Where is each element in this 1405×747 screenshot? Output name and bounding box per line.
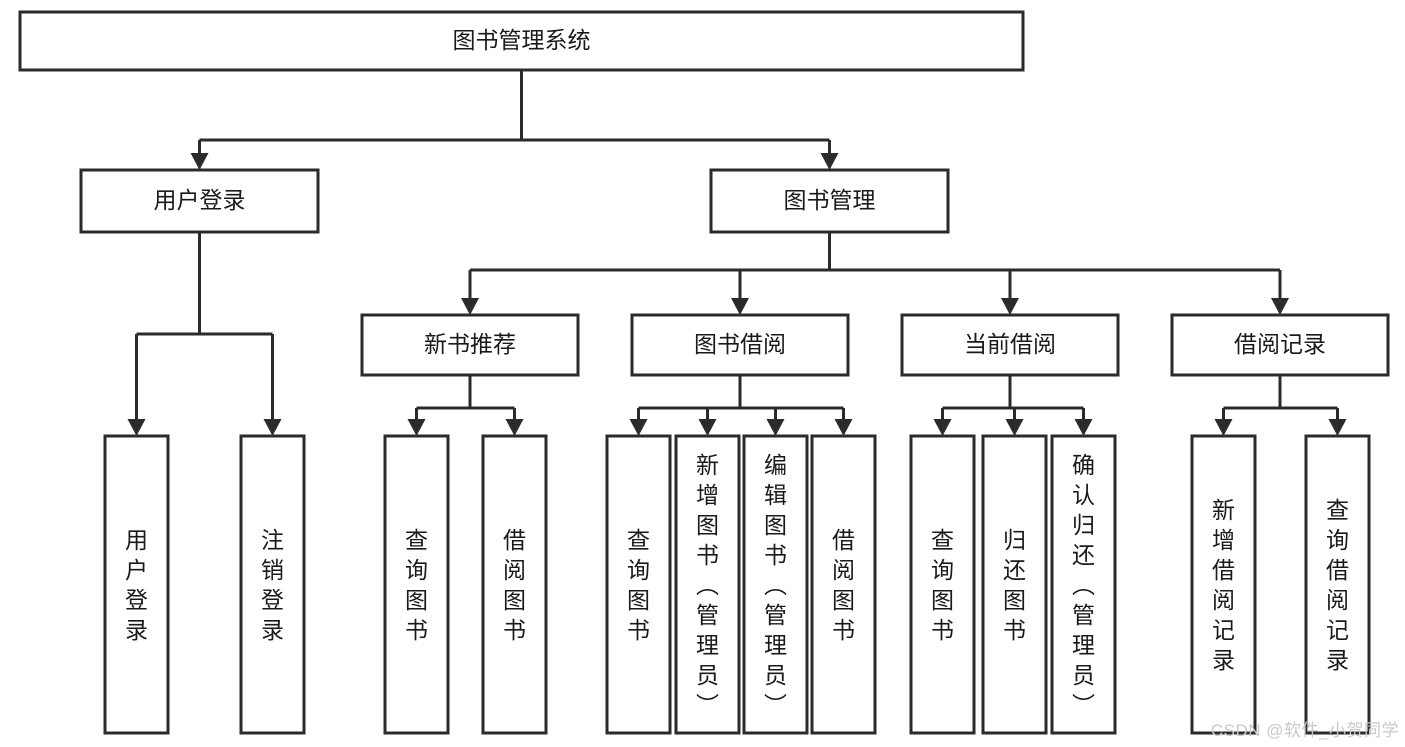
node-current-borrow[interactable]: 当前借阅 (900, 313, 1120, 377)
node-leaf-borrow-book-2-label: 借阅图书 (832, 527, 855, 643)
node-leaf-user-logout[interactable]: 注销登录 (239, 434, 306, 735)
node-leaf-edit-book-box[interactable] (742, 434, 809, 735)
node-user-login-label: 用户登录 (154, 187, 246, 213)
node-leaf-query-book-3[interactable]: 查询图书 (909, 434, 976, 735)
bookmanage-to-level3-branch-0-arrowhead-icon (461, 298, 479, 315)
node-leaf-query-record-box[interactable] (1304, 434, 1371, 735)
node-leaf-add-book-label: 新增图书︵管理员︶ (696, 452, 719, 718)
node-leaf-user-logout-label: 注销登录 (261, 527, 284, 643)
book-borrow-to-leaves-branch-0-arrowhead-icon (629, 419, 648, 436)
node-root-root-box[interactable] (18, 10, 1025, 72)
current-borrow-to-leaves-branch-1-arrowhead-icon (1005, 419, 1024, 436)
node-leaf-return-book[interactable]: 归还图书 (981, 434, 1048, 735)
borrow-record-to-leaves-branch-1-arrowhead-icon (1328, 419, 1347, 436)
book-borrow-to-leaves-branch-1-arrowhead-icon (698, 419, 717, 436)
node-leaf-confirm-return-label: 确认归还︵管理员︶ (1072, 452, 1095, 718)
node-current-borrow-box[interactable] (900, 313, 1120, 377)
new-book-recommend-to-leaves-branch-1-arrowhead-icon (505, 419, 524, 436)
root-to-level2-branch-0-arrowhead-icon (190, 153, 209, 170)
node-layer: 图书管理系统用户登录图书管理新书推荐图书借阅当前借阅借阅记录用户登录注销登录查询… (18, 10, 1390, 735)
node-leaf-edit-book-label: 编辑图书︵管理员︶ (764, 452, 787, 718)
user-login-to-leaves-branch-1-arrowhead-icon (263, 419, 282, 436)
csdn-watermark: CSDN @软件_小贺同学 (1210, 721, 1399, 740)
bookmanage-to-level3-branch-2-arrowhead-icon (1001, 298, 1019, 315)
node-leaf-query-book-2[interactable]: 查询图书 (605, 434, 672, 735)
node-leaf-confirm-return-box[interactable] (1050, 434, 1117, 735)
node-book-borrow-label: 图书借阅 (694, 331, 786, 357)
node-leaf-add-book[interactable]: 新增图书︵管理员︶ (674, 434, 741, 735)
node-leaf-add-record[interactable]: 新增借阅记录 (1190, 434, 1257, 735)
node-leaf-query-book-2-box[interactable] (605, 434, 672, 735)
node-leaf-borrow-book-2[interactable]: 借阅图书 (810, 434, 877, 735)
connector-layer (127, 70, 1347, 436)
node-root-root-label: 图书管理系统 (453, 27, 591, 53)
node-borrow-record-box[interactable] (1170, 313, 1390, 377)
new-book-recommend-to-leaves-branch-0-arrowhead-icon (407, 419, 426, 436)
node-book-manage[interactable]: 图书管理 (709, 168, 950, 234)
node-user-login[interactable]: 用户登录 (79, 168, 320, 234)
node-leaf-add-record-label: 新增借阅记录 (1212, 497, 1235, 673)
node-borrow-record[interactable]: 借阅记录 (1170, 313, 1390, 377)
node-leaf-user-login[interactable]: 用户登录 (103, 434, 170, 735)
node-book-borrow-box[interactable] (630, 313, 850, 377)
node-leaf-borrow-book-1-label: 借阅图书 (503, 527, 526, 643)
book-borrow-to-leaves-branch-2-arrowhead-icon (766, 419, 785, 436)
node-leaf-borrow-book-1-box[interactable] (481, 434, 548, 735)
node-new-book-recommend-box[interactable] (360, 313, 580, 377)
node-book-manage-box[interactable] (709, 168, 950, 234)
node-new-book-recommend[interactable]: 新书推荐 (360, 313, 580, 377)
node-leaf-query-book-1-label: 查询图书 (405, 527, 428, 643)
book-borrow-to-leaves-branch-3-arrowhead-icon (834, 419, 853, 436)
node-leaf-user-login-box[interactable] (103, 434, 170, 735)
node-leaf-query-record-label: 查询借阅记录 (1326, 497, 1349, 673)
bookmanage-to-level3-branch-1-arrowhead-icon (731, 298, 749, 315)
root-to-level2-branch-1-arrowhead-icon (820, 153, 839, 170)
node-leaf-query-book-1-box[interactable] (383, 434, 450, 735)
node-root-root[interactable]: 图书管理系统 (18, 10, 1025, 72)
bookmanage-to-level3-branch-3-arrowhead-icon (1271, 298, 1289, 315)
node-book-manage-label: 图书管理 (784, 187, 876, 213)
node-leaf-user-logout-box[interactable] (239, 434, 306, 735)
node-leaf-query-book-1[interactable]: 查询图书 (383, 434, 450, 735)
node-leaf-query-book-3-box[interactable] (909, 434, 976, 735)
node-leaf-confirm-return[interactable]: 确认归还︵管理员︶ (1050, 434, 1117, 735)
node-leaf-query-book-2-label: 查询图书 (627, 527, 650, 643)
borrow-record-to-leaves-branch-0-arrowhead-icon (1214, 419, 1233, 436)
current-borrow-to-leaves-branch-2-arrowhead-icon (1074, 419, 1093, 436)
node-book-borrow[interactable]: 图书借阅 (630, 313, 850, 377)
node-leaf-query-record[interactable]: 查询借阅记录 (1304, 434, 1371, 735)
node-leaf-borrow-book-2-box[interactable] (810, 434, 877, 735)
node-leaf-add-book-box[interactable] (674, 434, 741, 735)
node-leaf-return-book-box[interactable] (981, 434, 1048, 735)
node-leaf-query-book-3-label: 查询图书 (931, 527, 954, 643)
node-leaf-borrow-book-1[interactable]: 借阅图书 (481, 434, 548, 735)
node-new-book-recommend-label: 新书推荐 (424, 331, 516, 357)
user-login-to-leaves-branch-0-arrowhead-icon (127, 419, 146, 436)
node-current-borrow-label: 当前借阅 (964, 331, 1056, 357)
node-leaf-add-record-box[interactable] (1190, 434, 1257, 735)
node-user-login-box[interactable] (79, 168, 320, 234)
node-leaf-edit-book[interactable]: 编辑图书︵管理员︶ (742, 434, 809, 735)
node-borrow-record-label: 借阅记录 (1234, 331, 1326, 357)
current-borrow-to-leaves-branch-0-arrowhead-icon (933, 419, 952, 436)
node-leaf-user-login-label: 用户登录 (125, 527, 148, 643)
node-leaf-return-book-label: 归还图书 (1003, 527, 1026, 643)
